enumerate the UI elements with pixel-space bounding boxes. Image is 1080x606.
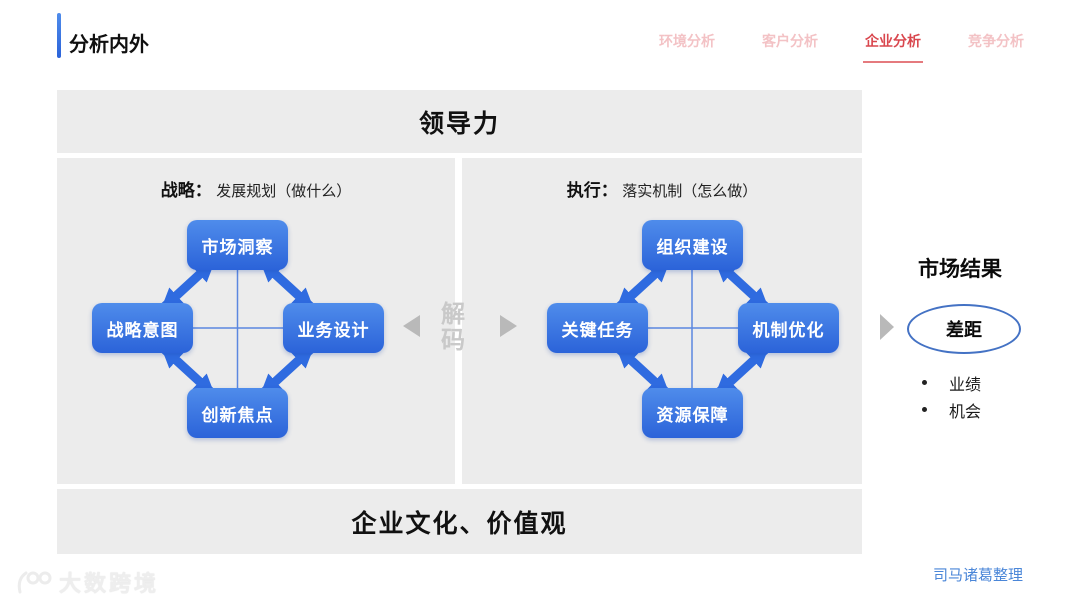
culture-label: 企业文化、价值观 (351, 509, 568, 538)
execution-panel-label: 执行： 落实机制（怎么做） (462, 176, 862, 201)
tab-competition-analysis[interactable]: 竞争分析 (968, 33, 1024, 49)
list-item: 机会 (922, 396, 981, 423)
strategy-panel-label: 战略： 发展规划（做什么） (57, 176, 455, 201)
decode-left-arrow-icon (403, 315, 420, 337)
bullet-icon (922, 407, 927, 412)
bullet-label-opportunity: 机会 (949, 403, 982, 421)
node-key-tasks: 关键任务 (547, 303, 648, 353)
gap-label: 差距 (946, 320, 982, 340)
node-market-insight: 市场洞察 (187, 220, 288, 270)
strategy-label-bold: 战略： (160, 181, 212, 200)
bullet-label-performance: 业绩 (949, 376, 982, 394)
decode-char-1: 解 (441, 301, 465, 328)
brand-logo-icon (17, 571, 52, 594)
leadership-band: 领导力 (57, 90, 862, 153)
list-item: 业绩 (922, 369, 981, 396)
results-arrow-icon (880, 314, 894, 340)
gap-ellipse: 差距 (907, 304, 1021, 354)
title-accent-bar (57, 13, 61, 58)
tab-bar: 环境分析 客户分析 企业分析 竞争分析 (659, 31, 1024, 63)
decode-right-arrow-icon (500, 315, 517, 337)
leadership-label: 领导力 (418, 109, 500, 138)
node-mechanism-optimization: 机制优化 (738, 303, 839, 353)
brand-watermark: 大数跨境 (14, 566, 159, 598)
node-organization-building: 组织建设 (642, 220, 743, 270)
node-strategic-intent: 战略意图 (92, 303, 193, 353)
execution-label-bold: 执行： (566, 181, 618, 200)
tab-enterprise-analysis[interactable]: 企业分析 (863, 33, 923, 63)
tab-environment-analysis[interactable]: 环境分析 (659, 33, 715, 49)
results-bullet-list: 业绩 机会 (922, 369, 981, 423)
strategy-label-rest: 发展规划（做什么） (216, 183, 352, 200)
market-results-title: 市场结果 (918, 258, 1002, 281)
brand-watermark-text: 大数跨境 (59, 571, 160, 596)
node-innovation-focus: 创新焦点 (187, 388, 288, 438)
culture-band: 企业文化、价值观 (57, 489, 862, 554)
execution-label-rest: 落实机制（怎么做） (622, 183, 758, 200)
decode-char-2: 码 (441, 327, 465, 354)
page-title: 分析内外 (69, 34, 149, 56)
decode-label: 解 码 (441, 302, 465, 354)
bullet-icon (922, 380, 927, 385)
node-business-design: 业务设计 (283, 303, 384, 353)
node-resource-guarantee: 资源保障 (642, 388, 743, 438)
credit-text: 司马诸葛整理 (933, 567, 1024, 584)
tab-customer-analysis[interactable]: 客户分析 (762, 33, 818, 49)
